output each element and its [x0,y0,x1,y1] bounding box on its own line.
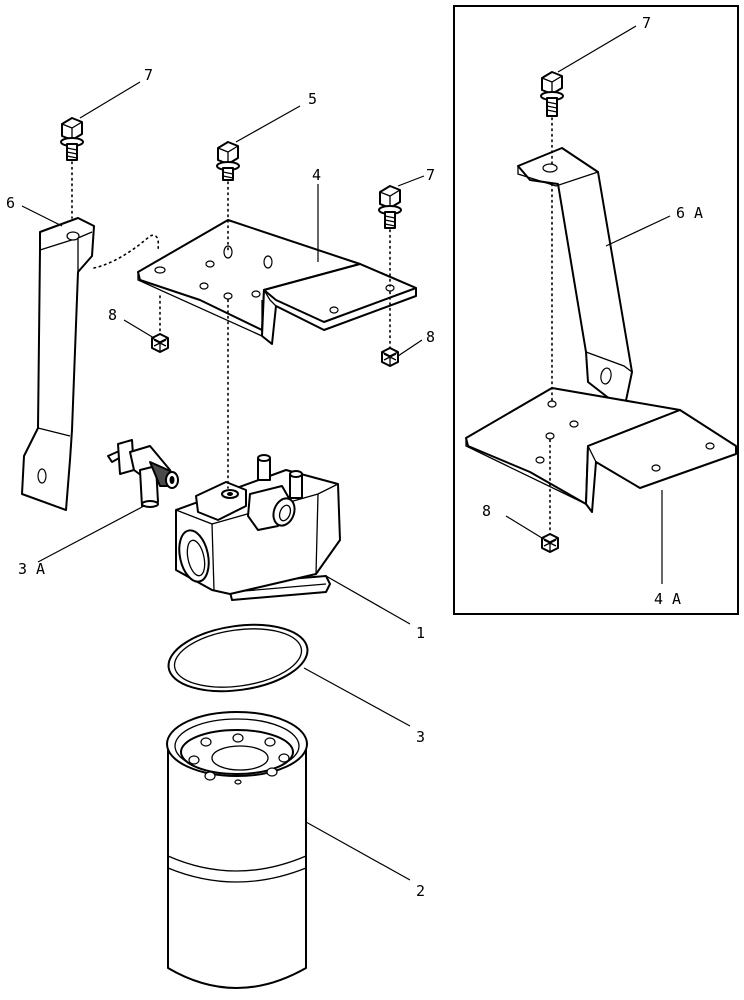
callout-7-mid: 7 [426,166,435,184]
callout-6a: 6 A [676,204,703,222]
bolt-7-left [60,117,84,161]
seal-ring-3 [167,623,309,693]
callout-8-inset: 8 [482,502,491,520]
callout-6: 6 [6,194,15,212]
nut-8-left [151,333,169,353]
plate-4a [465,387,737,513]
filter-head-1 [175,454,341,601]
bolt-7-mid [378,185,402,229]
callout-4a: 4 A [654,590,681,608]
callout-5: 5 [308,90,317,108]
callout-labels: 7 5 4 7 6 8 8 3 A 1 3 2 7 6 A 8 4 A [6,14,703,900]
assembly-lines [71,117,553,533]
bolt-5 [216,141,240,181]
bracket-6 [21,217,95,511]
callout-7-left: 7 [144,66,153,84]
callout-8-left: 8 [108,306,117,324]
callout-4: 4 [312,166,321,184]
bolt-7-inset [540,71,564,117]
bracket-6a [517,147,633,411]
nut-8-inset [541,533,559,553]
filter-element-2 [166,711,308,989]
callout-2: 2 [416,882,425,900]
inset-frame [453,5,739,615]
callout-3a: 3 A [18,560,45,578]
plate-4 [137,219,417,345]
callout-8-mid: 8 [426,328,435,346]
valve-3a [107,439,179,508]
callout-1: 1 [416,624,425,642]
callout-3: 3 [416,728,425,746]
nut-8-mid [381,347,399,367]
leader-lines [21,25,671,881]
callout-7-inset: 7 [642,14,651,32]
